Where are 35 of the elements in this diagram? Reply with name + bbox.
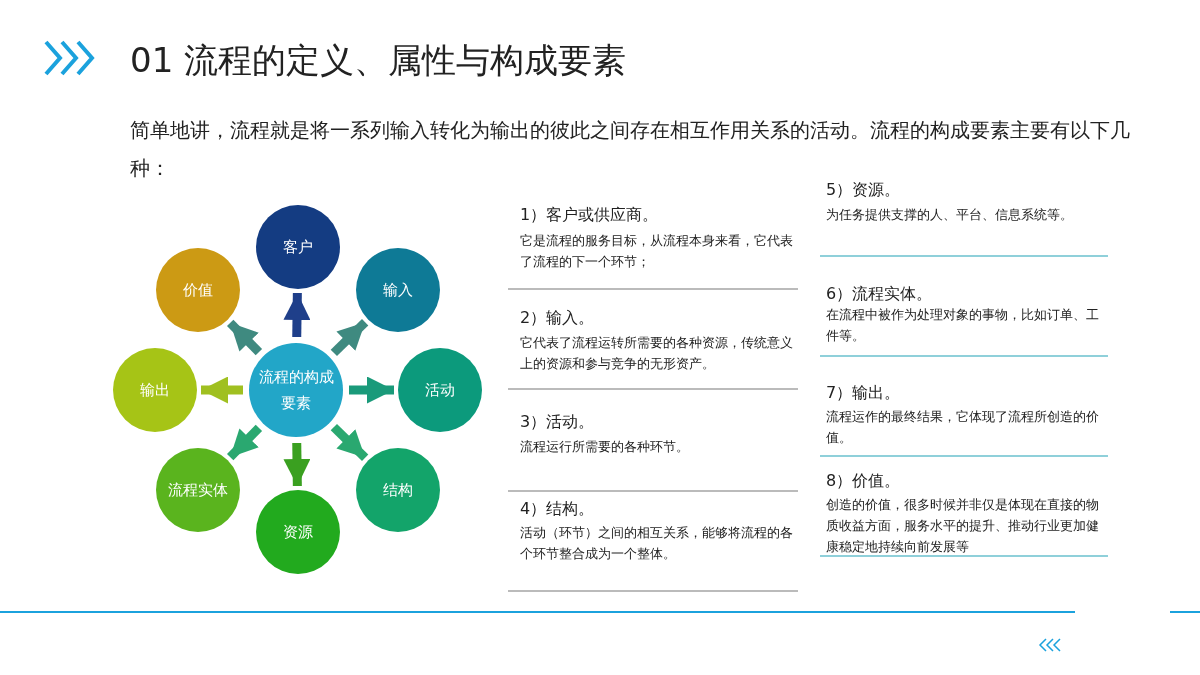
item-heading: 8）价值。 bbox=[826, 471, 901, 492]
item-description: 在流程中被作为处理对象的事物，比如订单、工件等。 bbox=[826, 306, 1100, 345]
item-description: 流程运行所需要的各种环节。 bbox=[520, 438, 690, 456]
arrow bbox=[226, 424, 263, 461]
item-description: 活动（环节）之间的相互关系，能够将流程的各个环节整合成为一个整体。 bbox=[520, 524, 794, 563]
item-heading: 3）活动。 bbox=[520, 412, 595, 433]
item-heading: 7）输出。 bbox=[826, 383, 901, 404]
arrow bbox=[283, 442, 311, 487]
arrow bbox=[283, 292, 311, 338]
arrow bbox=[330, 319, 369, 357]
arrow bbox=[349, 376, 394, 404]
item-heading: 1）客户或供应商。 bbox=[520, 205, 659, 226]
hub-circle: 流程的构成要素 bbox=[249, 343, 343, 437]
item-description: 创造的价值，很多时候并非仅是体现在直接的物质收益方面，服务水平的提升、推动行业更加健康稳定地持续向前发展等 bbox=[826, 496, 1100, 556]
element-circle: 流程实体 bbox=[156, 448, 240, 532]
intro-paragraph: 简单地讲，流程就是将一系列输入转化为输出的彼此之间存在相互作用关系的活动。流程的构成要素主要有以下几种： bbox=[130, 118, 1130, 182]
element-circle: 客户 bbox=[256, 205, 340, 289]
page-title: 01 流程的定义、属性与构成要素 bbox=[130, 39, 627, 82]
item-description: 流程运作的最终结果，它体现了流程所创造的价值。 bbox=[826, 408, 1100, 447]
item-description: 为任务提供支撑的人、平台、信息系统等。 bbox=[826, 206, 1074, 224]
element-circle: 结构 bbox=[356, 448, 440, 532]
item-heading: 2）输入。 bbox=[520, 308, 595, 329]
element-circle: 活动 bbox=[398, 348, 482, 432]
item-heading: 4）结构。 bbox=[520, 499, 595, 520]
element-circle: 价值 bbox=[156, 248, 240, 332]
item-heading: 6）流程实体。 bbox=[826, 284, 933, 305]
element-circle: 输入 bbox=[356, 248, 440, 332]
arrow bbox=[201, 376, 243, 404]
element-circle: 输出 bbox=[113, 348, 197, 432]
arrow bbox=[330, 423, 369, 461]
item-description: 它是流程的服务目标，从流程本身来看，它代表了流程的下一个环节； bbox=[520, 232, 794, 271]
element-circle: 资源 bbox=[256, 490, 340, 574]
item-description: 它代表了流程运转所需要的各种资源，传统意义上的资源和参与竞争的无形资产。 bbox=[520, 334, 794, 373]
arrow bbox=[226, 319, 263, 356]
item-heading: 5）资源。 bbox=[826, 180, 901, 201]
